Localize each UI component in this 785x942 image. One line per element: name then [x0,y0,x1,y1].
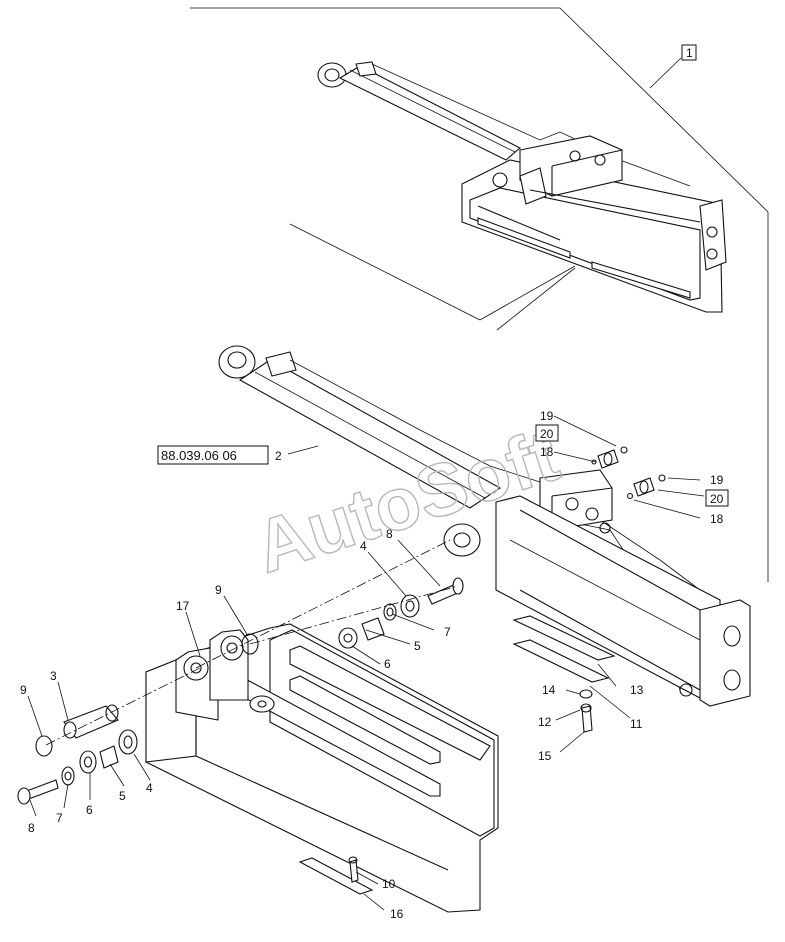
callout-8b: 8 [28,821,35,835]
callout-10: 10 [382,877,396,891]
callout-4a: 4 [360,539,367,553]
callout-6a: 6 [384,657,391,671]
wear-strips [512,615,616,733]
callout-18a: 18 [540,445,554,459]
lower-bracket [145,623,499,913]
callout-5b: 5 [119,789,126,803]
leader-lines [27,415,705,911]
reference-label: 88.039.06 06 [161,448,237,463]
callout-20a: 20 [540,427,554,441]
center-lines [45,539,459,746]
assembly-1-cylinder [317,61,727,313]
assembly-1-frame [190,7,769,582]
callout-14: 14 [542,683,556,697]
callout-17: 17 [176,599,190,613]
callout-9b: 9 [20,683,27,697]
callout-13: 13 [630,683,644,697]
callout-16: 16 [390,907,404,921]
callout-19a: 19 [540,409,554,423]
assembly-link-lines [289,223,576,331]
callout-12: 12 [538,715,552,729]
main-cylinder [218,345,751,707]
callout-3: 3 [50,669,57,683]
callout-20b: 20 [710,492,724,506]
callout-6b: 6 [86,803,93,817]
callout-18b: 18 [710,512,724,526]
fittings [591,446,666,500]
pin-parts-left [17,633,259,805]
callout-2: 2 [275,449,282,463]
callout-11: 11 [630,717,643,731]
pin-parts-right [338,577,464,649]
callout-15: 15 [538,749,552,763]
callout-4b: 4 [146,781,153,795]
callout-9a: 9 [215,583,222,597]
callout-7a: 7 [444,625,451,639]
callout-5a: 5 [414,639,421,653]
bottom-plate [298,856,374,895]
callout-7b: 7 [56,811,63,825]
callout-1: 1 [686,46,693,60]
callouts: 1 88.039.06 06 2 19 20 18 19 20 18 4 8 7… [20,44,729,921]
callout-8a: 8 [386,527,393,541]
callout-19b: 19 [710,473,724,487]
